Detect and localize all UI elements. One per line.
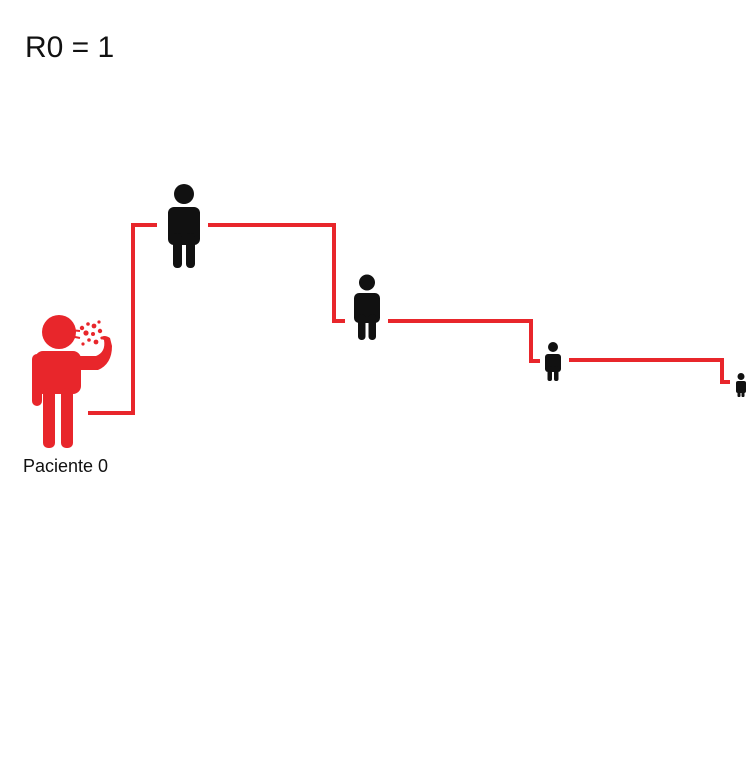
- transmission-line-4: [569, 358, 730, 384]
- person-icon: [736, 373, 746, 397]
- transmission-line-1: [88, 223, 157, 415]
- person-icon: [168, 184, 200, 268]
- page-title: R0 = 1: [25, 31, 115, 64]
- transmission-line-2: [208, 223, 345, 323]
- cough-droplets-icon: [69, 320, 104, 346]
- transmission-line-3: [388, 319, 540, 363]
- person-icon: [545, 342, 561, 381]
- person-icon: [354, 274, 380, 340]
- transmission-chain: [88, 223, 730, 415]
- coughing-person-icon: [32, 315, 112, 448]
- patient-zero-label: Paciente 0: [23, 456, 109, 476]
